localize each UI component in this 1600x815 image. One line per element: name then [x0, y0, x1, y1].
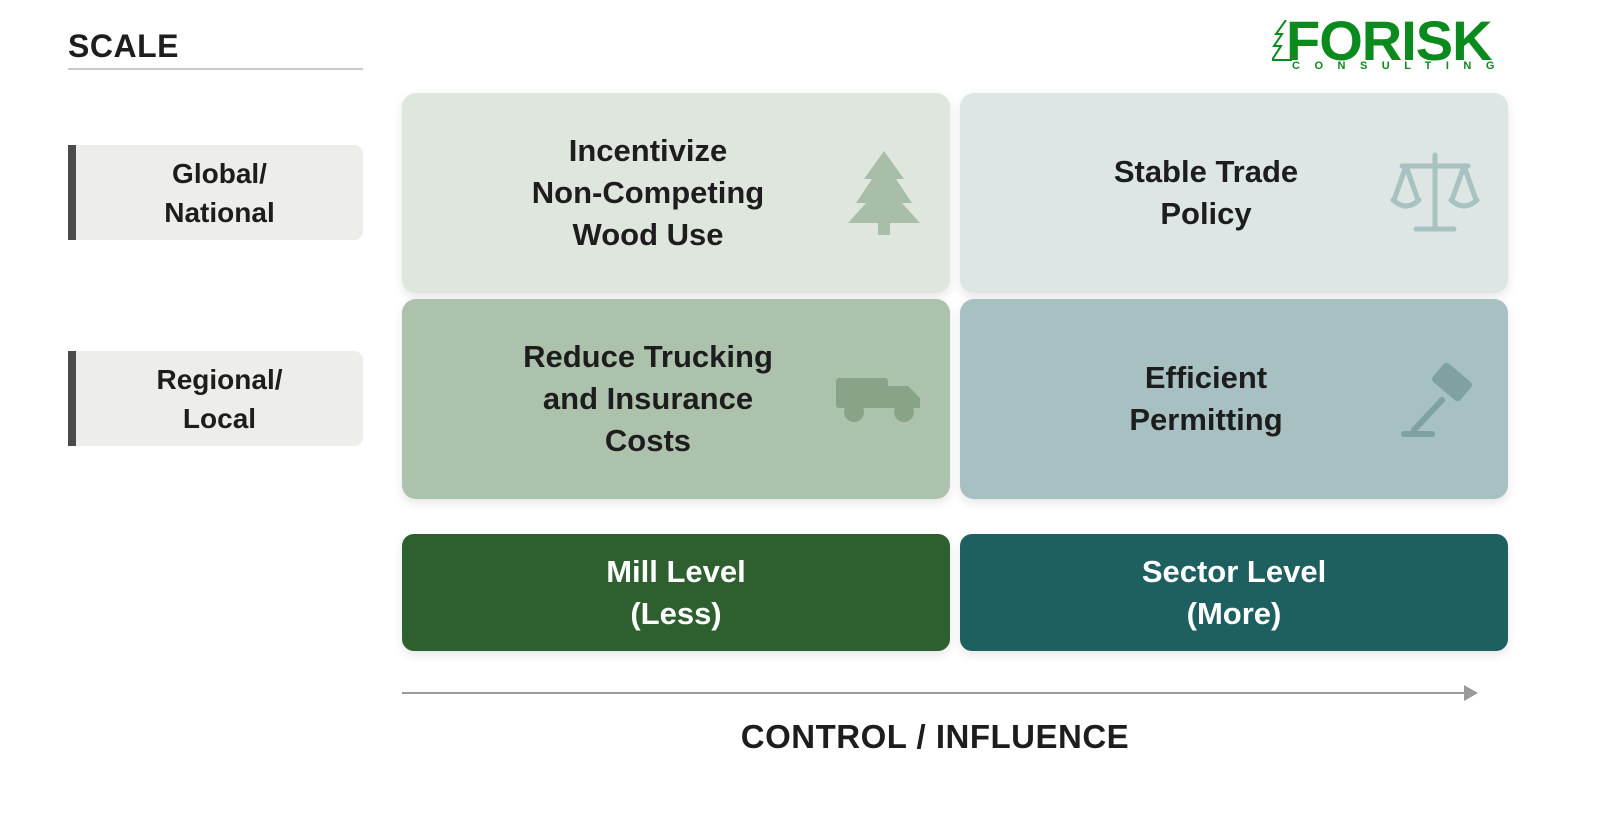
quadrant-text: Incentivize Non-Competing Wood Use: [531, 133, 765, 252]
tree-icon: [848, 151, 920, 235]
level-sector: Sector Level (More): [960, 534, 1508, 651]
level-mill: Mill Level (Less): [402, 534, 950, 651]
logo-subtitle: CONSULTING: [1292, 60, 1509, 72]
quadrant-text: Reduce Trucking and Insurance Costs: [523, 339, 773, 458]
y-axis-title: SCALE: [68, 28, 363, 70]
scales-icon: [1390, 152, 1480, 232]
quadrant-incentivize-wood-use: Incentivize Non-Competing Wood Use: [402, 93, 950, 293]
logo-tree-icon: [1272, 20, 1292, 61]
logo-name: FORISK: [1286, 9, 1493, 72]
truck-icon: [836, 378, 920, 422]
gavel-icon: [1401, 362, 1472, 437]
quadrant-stable-trade-policy: Stable Trade Policy: [960, 93, 1508, 293]
row-label-global-national: Global/ National: [68, 145, 363, 240]
x-axis-line: [402, 692, 1466, 694]
x-axis-title: CONTROL / INFLUENCE: [740, 718, 1130, 755]
row-label-regional-local: Regional/ Local: [68, 351, 363, 446]
quadrant-text: Efficient Permitting: [1129, 360, 1283, 437]
quadrant-text: Stable Trade Policy: [1113, 154, 1299, 231]
quadrant-efficient-permitting: Efficient Permitting: [960, 299, 1508, 499]
forisk-logo: FORISK CONSULTING: [1272, 9, 1502, 74]
x-axis-arrow-icon: [1464, 685, 1478, 701]
quadrant-reduce-trucking-costs: Reduce Trucking and Insurance Costs: [402, 299, 950, 499]
